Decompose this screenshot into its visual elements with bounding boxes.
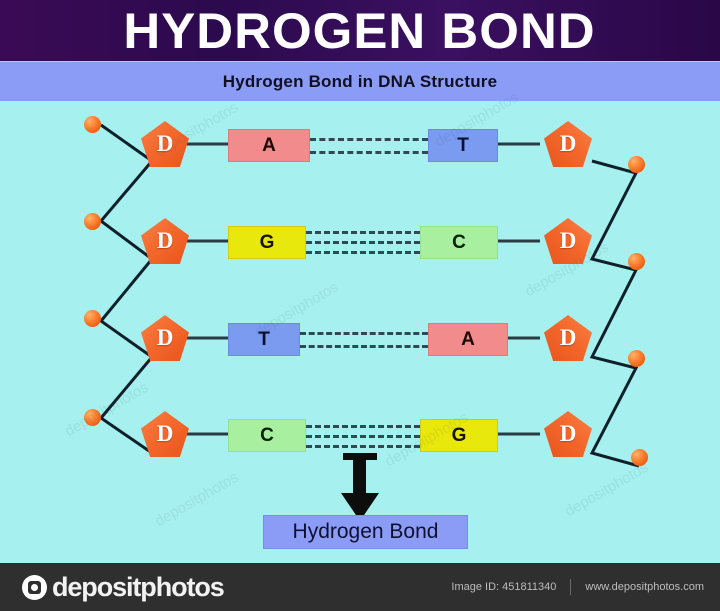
sugar-label: D: [559, 228, 577, 253]
base-left-2: G: [228, 226, 306, 259]
hydrogen-bond-callout: Hydrogen Bond: [263, 515, 468, 549]
sugar-label: D: [156, 228, 174, 253]
base-right-3: A: [428, 323, 508, 356]
hydrogen-bond-4-line-1: [306, 425, 420, 428]
hydrogen-bond-2-line-2: [306, 241, 420, 244]
phosphate-left-1: [84, 116, 101, 133]
image-id-text: Image ID: 451811340: [451, 581, 557, 593]
sugar-label: D: [559, 131, 577, 156]
sugar-left-2: D: [141, 218, 189, 264]
hydrogen-bond-1-line-2: [310, 151, 428, 154]
hydrogen-bond-1-line-1: [310, 138, 428, 141]
sugar-left-1: D: [141, 121, 189, 167]
phosphate-left-4: [84, 409, 101, 426]
sugar-right-1: D: [544, 121, 592, 167]
sugar-right-4: D: [544, 411, 592, 457]
sugar-right-3: D: [544, 315, 592, 361]
sugar-label: D: [156, 131, 174, 156]
sugar-label: D: [559, 421, 577, 446]
depositphotos-logo: depositphotos: [22, 571, 225, 603]
hydrogen-bond-2-line-1: [306, 231, 420, 234]
hydrogen-bond-4-line-2: [306, 435, 420, 438]
sugar-left-3: D: [141, 315, 189, 361]
sugar-label: D: [156, 421, 174, 446]
footer-meta: Image ID: 451811340 www.depositphotos.co…: [451, 579, 704, 595]
base-left-4: C: [228, 419, 306, 452]
phosphate-right-4: [631, 449, 648, 466]
sugar-right-2: D: [544, 218, 592, 264]
phosphate-right-2: [628, 253, 645, 270]
dna-diagram: D D D D D D D D A: [0, 89, 720, 560]
hydrogen-bond-3-line-1: [300, 332, 428, 335]
phosphate-right-3: [628, 350, 645, 367]
page-title: HYDROGEN BOND: [123, 2, 597, 59]
base-right-2: C: [420, 226, 498, 259]
footer-bar: depositphotos Image ID: 451811340 www.de…: [0, 563, 720, 611]
arrow-shaft: [353, 457, 366, 495]
sugar-label: D: [559, 325, 577, 350]
base-right-1: T: [428, 129, 498, 162]
website-link[interactable]: www.depositphotos.com: [585, 581, 704, 593]
title-bar: HYDROGEN BOND: [0, 0, 720, 61]
brand-name: depositphotos: [52, 571, 225, 602]
page-subtitle: Hydrogen Bond in DNA Structure: [222, 72, 498, 91]
camera-icon: [22, 574, 47, 600]
base-right-4: G: [420, 419, 498, 452]
hydrogen-bond-2-line-3: [306, 251, 420, 254]
sugar-label: D: [156, 325, 174, 350]
backbone-lines: [98, 123, 640, 468]
phosphate-right-1: [628, 156, 645, 173]
phosphate-left-3: [84, 310, 101, 327]
hydrogen-bond-4-line-3: [306, 445, 420, 448]
arrow-cap: [343, 453, 377, 460]
base-left-1: A: [228, 129, 310, 162]
hydrogen-bond-callout-label: Hydrogen Bond: [292, 520, 439, 543]
hydrogen-bond-3-line-2: [300, 345, 428, 348]
sugar-left-4: D: [141, 411, 189, 457]
phosphate-left-2: [84, 213, 101, 230]
base-left-3: T: [228, 323, 300, 356]
meta-divider: [570, 579, 572, 595]
subtitle-bar: Hydrogen Bond in DNA Structure: [0, 61, 720, 102]
